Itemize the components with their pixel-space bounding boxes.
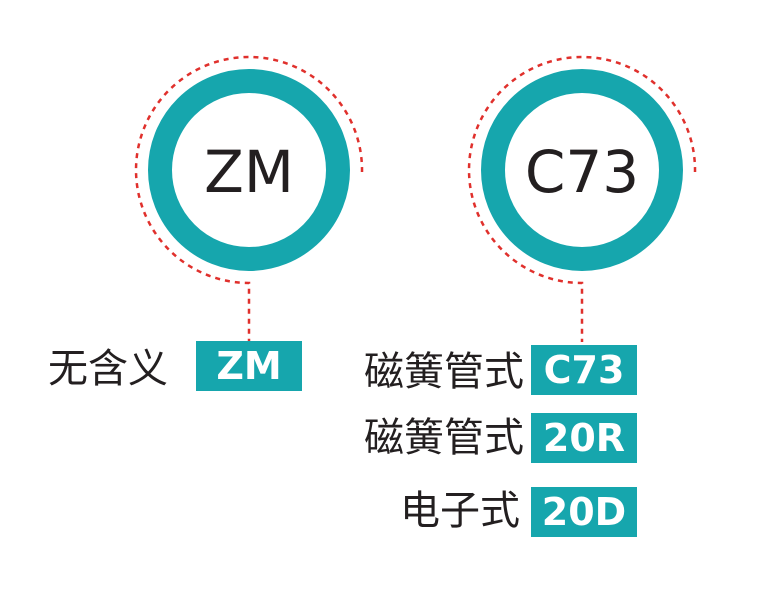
left-dashed-arc bbox=[134, 55, 364, 342]
right-row-label-c73: 磁簧管式 bbox=[364, 349, 524, 395]
right-ring bbox=[481, 69, 683, 271]
right-ring-group: C73 bbox=[467, 55, 697, 342]
left-ring-group: ZM bbox=[134, 55, 364, 342]
left-row-label: 无含义 bbox=[48, 346, 168, 392]
left-row-badge: ZM bbox=[196, 341, 302, 391]
right-row-badge-20r: 20R bbox=[531, 413, 637, 463]
left-ring-text: ZM bbox=[204, 138, 294, 206]
right-row-label-20r: 磁簧管式 bbox=[364, 415, 524, 461]
right-row-badge-c73: C73 bbox=[531, 345, 637, 395]
right-dashed-arc bbox=[467, 55, 697, 342]
right-ring-text: C73 bbox=[525, 138, 639, 206]
left-ring bbox=[148, 69, 350, 271]
right-row-badge-20d: 20D bbox=[531, 487, 637, 537]
right-row-label-20d: 电子式 bbox=[400, 488, 520, 534]
